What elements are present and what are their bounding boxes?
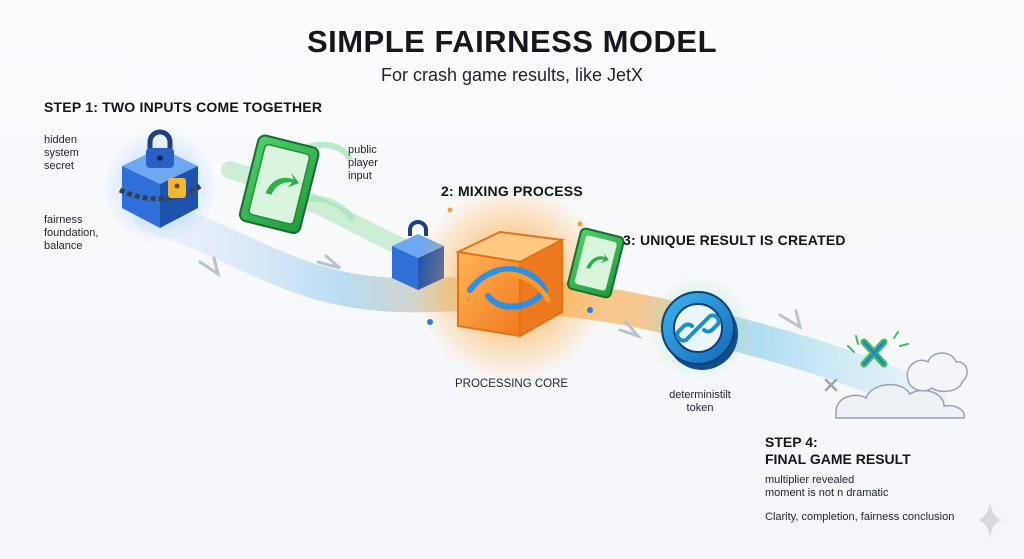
secret-label: hidden system secret [44, 134, 79, 172]
flow-arrow-marks [198, 254, 803, 340]
step4-heading: STEP 4: FINAL GAME RESULT [765, 434, 911, 467]
sparkle-icon [978, 502, 1002, 538]
x-mark-icon [860, 338, 888, 368]
player-input-label: public player input [348, 144, 378, 182]
final-result-icon [824, 331, 968, 419]
secret-box-icon [102, 128, 218, 244]
token-label: deterministilt token [669, 389, 731, 414]
processing-core-icon [414, 185, 610, 381]
foundation-label: fairness foundation, balance [44, 214, 99, 252]
page-subtitle: For crash game results, like JetX [380, 65, 644, 85]
chain-link-icon [675, 313, 721, 343]
player-input-card-icon [238, 134, 355, 234]
deterministic-token-icon [647, 276, 751, 380]
step2-heading: 2: MIXING PROCESS [441, 183, 583, 199]
fairness-conclusion: Clarity, completion, fairness conclusion [765, 511, 955, 523]
small-player-card-icon [566, 227, 625, 299]
processing-core-label: PROCESSING CORE [455, 378, 569, 390]
step1-heading: STEP 1: TWO INPUTS COME TOGETHER [44, 99, 323, 115]
step4-detail: multiplier revealed moment is not n dram… [765, 474, 889, 499]
step3-heading: 3: UNIQUE RESULT IS CREATED [623, 232, 846, 248]
page-title: SIMPLE FAIRNESS MODEL [306, 24, 718, 59]
curved-arrow-icon [265, 172, 300, 195]
